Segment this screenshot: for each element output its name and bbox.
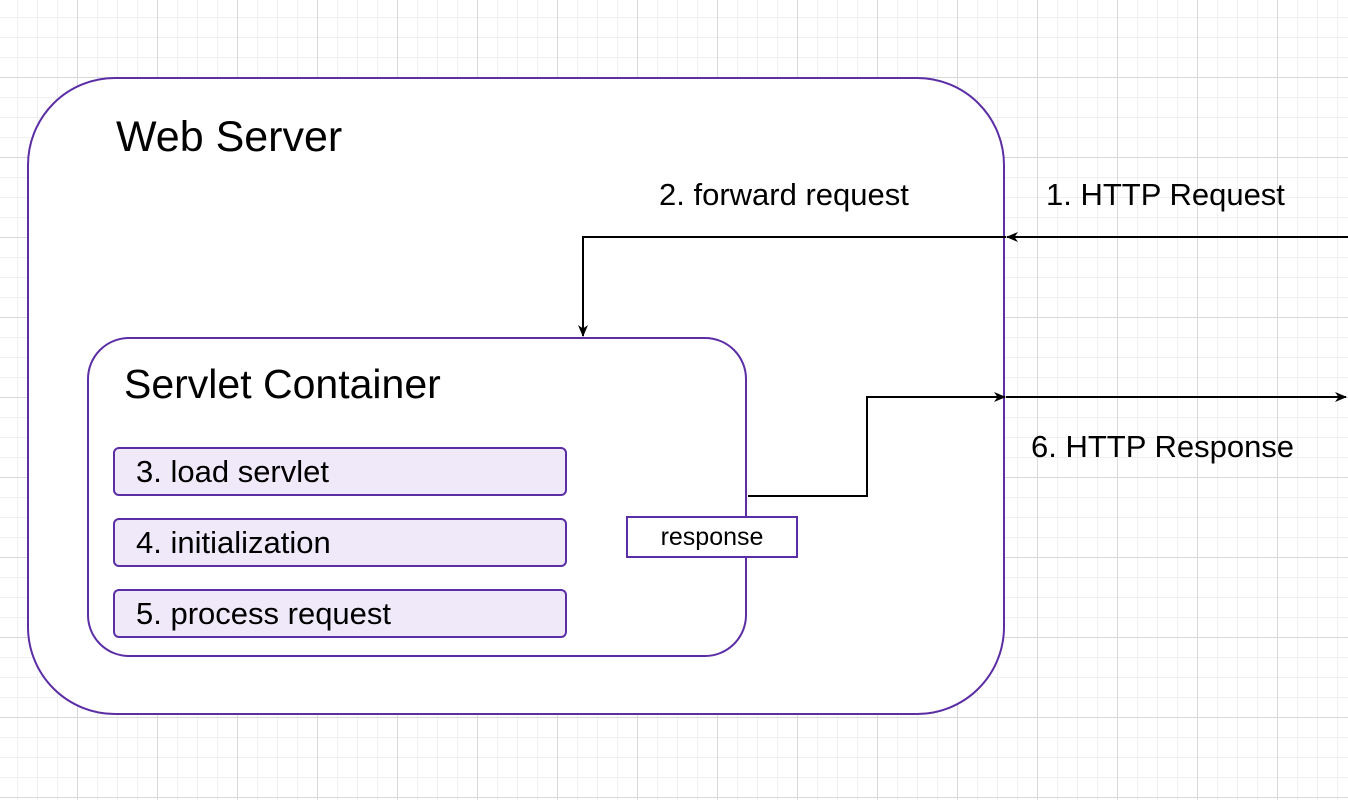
response-box: response bbox=[626, 516, 798, 558]
servlet-container-title: Servlet Container bbox=[124, 361, 441, 407]
forward-request-label: 2. forward request bbox=[659, 177, 909, 212]
web-server-title: Web Server bbox=[116, 113, 343, 161]
http-request-label: 1. HTTP Request bbox=[1046, 177, 1285, 212]
http-response-label: 6. HTTP Response bbox=[1031, 429, 1295, 464]
step-process-request: 5. process request bbox=[113, 589, 567, 638]
step-load-servlet: 3. load servlet bbox=[113, 447, 567, 496]
step-initialization: 4. initialization bbox=[113, 518, 567, 567]
